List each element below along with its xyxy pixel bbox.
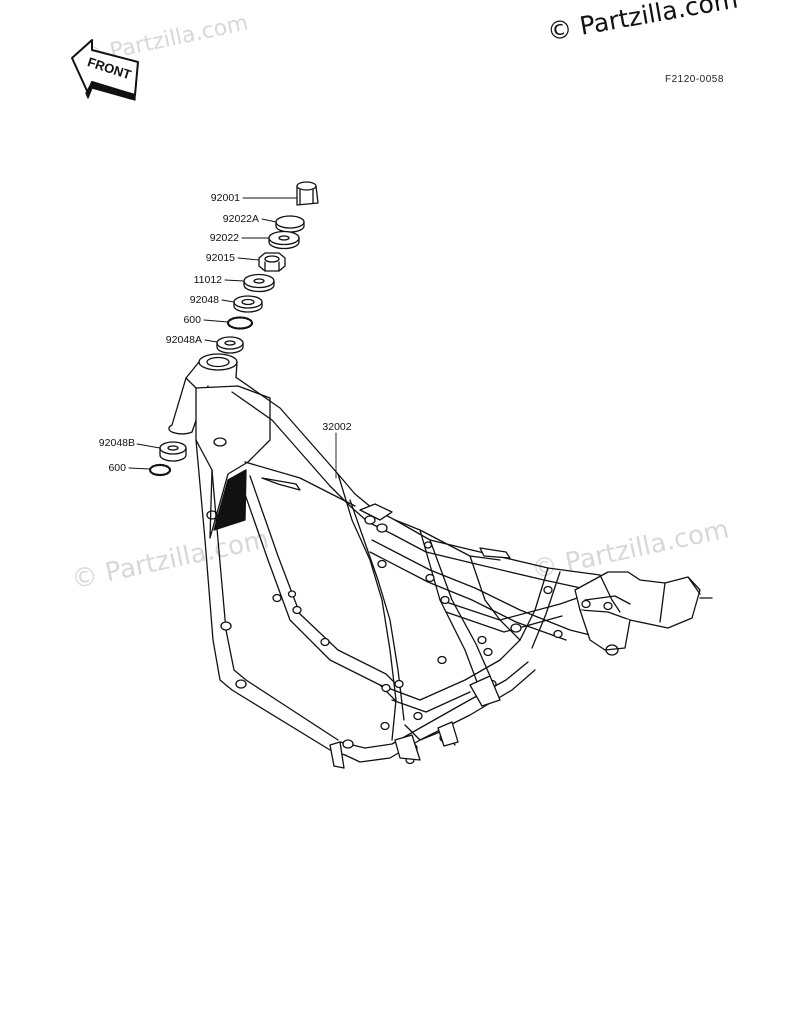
part-label-92022A: 92022A — [222, 213, 259, 225]
part-92022A-washer-icon — [275, 215, 305, 233]
part-11012-washer-icon — [243, 273, 275, 293]
part-label-92048: 92048 — [189, 294, 219, 306]
part-label-92001: 92001 — [210, 192, 240, 204]
leader-lines — [128, 197, 337, 479]
part-label-92022: 92022 — [209, 232, 239, 244]
part-label-92015: 92015 — [205, 252, 235, 264]
frame-32002 — [168, 353, 713, 769]
part-label-600-lower: 600 — [108, 462, 126, 474]
part-92048-race-icon — [233, 295, 263, 313]
part-92022-washer-icon — [268, 230, 300, 250]
part-label-92048B: 92048B — [98, 437, 135, 449]
part-label-92048A: 92048A — [165, 334, 202, 346]
part-92048B-race-icon — [159, 441, 187, 462]
part-label-11012: 11012 — [193, 274, 222, 286]
front-arrow-icon: FRONT — [71, 39, 139, 101]
part-label-600: 600 — [183, 314, 201, 326]
part-92048A-race-icon — [216, 336, 244, 354]
part-92015-nut-icon — [258, 252, 286, 272]
part-label-32002: 32002 — [322, 421, 352, 433]
part-600-lower-balls-icon — [148, 463, 172, 477]
part-600-balls-icon — [226, 316, 254, 330]
part-92001-cap-nut-icon — [296, 181, 319, 206]
diagram-code: F2120-0058 — [665, 74, 724, 85]
